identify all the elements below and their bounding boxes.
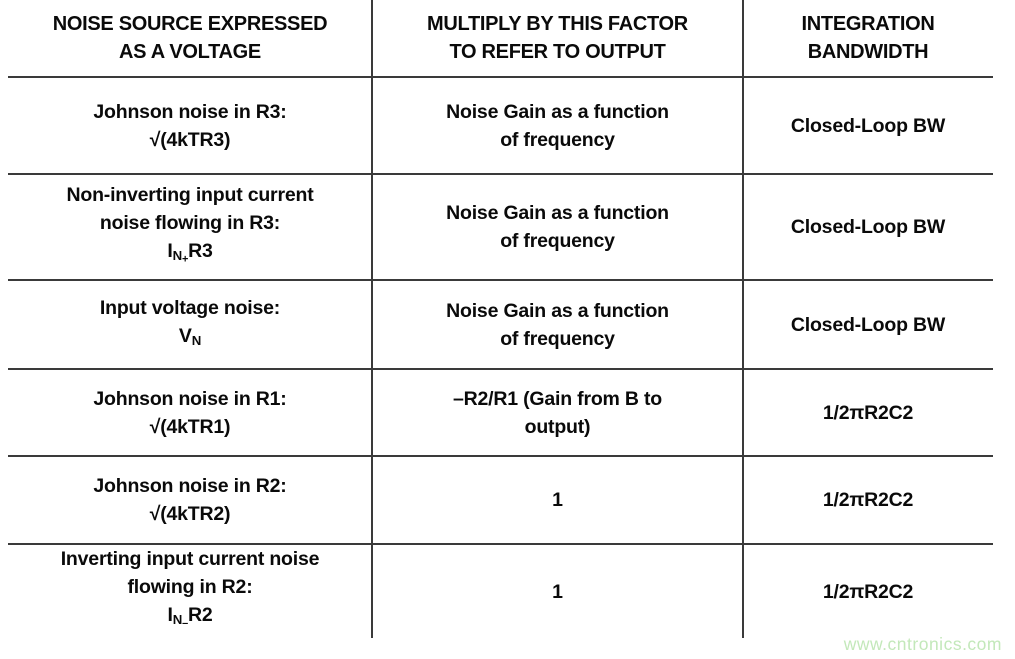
cell-line: √(4kTR3)	[149, 128, 231, 151]
table-body: Johnson noise in R3: √(4kTR3) Noise Gain a…	[0, 78, 1015, 638]
cell-multiply-factor: 1	[372, 545, 743, 638]
cell-line: 1/2πR2C2	[822, 489, 914, 511]
watermark-text: www.cntronics.com	[843, 634, 1002, 654]
cell-line: Inverting input current noise	[60, 548, 320, 571]
cell-line: Noise Gain as a function	[446, 299, 669, 322]
cell-line: Non-inverting input current	[66, 183, 314, 206]
cell-line: Input voltage noise:	[99, 297, 281, 320]
cell-multiply-factor: Noise Gain as a function of frequency	[372, 78, 743, 173]
cell-noise-source: Inverting input current noise flowing in …	[8, 545, 372, 638]
table-header-row: NOISE SOURCE EXPRESSED AS A VOLTAGE MULTIP…	[8, 0, 993, 78]
cell-integration-bandwidth: 1/2πR2C2	[743, 545, 993, 638]
cell-line: Noise Gain as a function	[446, 202, 669, 224]
cell-line: TO REFER TO OUTPUT	[449, 41, 666, 63]
cell-line: √(4kTR1)	[149, 415, 231, 438]
cell-line: output)	[524, 415, 591, 438]
cell-noise-source: Input voltage noise: VN	[8, 281, 372, 368]
cell-multiply-factor: Noise Gain as a function of frequency	[372, 175, 743, 279]
cell-line: MULTIPLY BY THIS FACTOR	[427, 13, 688, 35]
cell-line: 1/2πR2C2	[822, 580, 914, 603]
cell-line: Closed-Loop BW	[790, 313, 946, 336]
cell-multiply-factor: –R2/R1 (Gain from B to output)	[372, 370, 743, 455]
column-divider-1	[371, 0, 373, 638]
cell-line: Noise Gain as a function	[446, 100, 669, 123]
cell-line: 1/2πR2C2	[822, 401, 914, 424]
cell-multiply-factor: Noise Gain as a function of frequency	[372, 281, 743, 368]
column-divider-2	[742, 0, 744, 638]
table-row: Johnson noise in R2: √(4kTR2) 1 1/2πR2C2	[8, 457, 993, 545]
cell-line: IN–R2	[167, 604, 213, 630]
cell-line: of frequency	[500, 230, 615, 252]
cell-integration-bandwidth: 1/2πR2C2	[743, 457, 993, 543]
cell-line: Closed-Loop BW	[790, 216, 946, 238]
cell-line: noise flowing in R3:	[99, 211, 281, 234]
table-row: Non-inverting input current noise flowing…	[8, 175, 993, 281]
cell-line: flowing in R2:	[127, 576, 253, 599]
cell-noise-source: Johnson noise in R1: √(4kTR1)	[8, 370, 372, 455]
cell-integration-bandwidth: Closed-Loop BW	[743, 78, 993, 173]
header-cell-multiply-factor: MULTIPLY BY THIS FACTOR TO REFER TO OUTPU…	[372, 0, 743, 76]
cell-noise-source: Johnson noise in R2: √(4kTR2)	[8, 457, 372, 543]
cell-line: √(4kTR2)	[149, 503, 231, 525]
cell-line: AS A VOLTAGE	[119, 41, 261, 63]
cell-integration-bandwidth: Closed-Loop BW	[743, 175, 993, 279]
cell-line: Johnson noise in R1:	[93, 387, 287, 410]
cell-line: 1	[552, 489, 563, 511]
cell-line: Closed-Loop BW	[790, 114, 946, 137]
cell-integration-bandwidth: Closed-Loop BW	[743, 281, 993, 368]
cell-line: 1	[552, 580, 563, 603]
cell-line: of frequency	[500, 128, 615, 151]
cell-line: IN+R3	[167, 239, 213, 266]
header-cell-integration-bandwidth: INTEGRATION BANDWIDTH	[743, 0, 993, 76]
cell-integration-bandwidth: 1/2πR2C2	[743, 370, 993, 455]
noise-source-table: NOISE SOURCE EXPRESSED AS A VOLTAGE MULTIP…	[0, 0, 1015, 638]
table-row: Input voltage noise: VN Noise Gain as a fu…	[8, 281, 993, 370]
table-row: Johnson noise in R1: √(4kTR1) –R2/R1 (Gain…	[8, 370, 993, 457]
header-cell-noise-source: NOISE SOURCE EXPRESSED AS A VOLTAGE	[8, 0, 372, 76]
cell-line: of frequency	[500, 327, 615, 350]
cell-line: NOISE SOURCE EXPRESSED	[52, 13, 328, 35]
table-row: Inverting input current noise flowing in …	[8, 545, 993, 638]
cell-noise-source: Johnson noise in R3: √(4kTR3)	[8, 78, 372, 173]
cell-line: INTEGRATION	[801, 13, 935, 35]
cell-multiply-factor: 1	[372, 457, 743, 543]
cell-line: Johnson noise in R2:	[93, 475, 287, 497]
cell-line: BANDWIDTH	[807, 41, 929, 63]
cell-line: –R2/R1 (Gain from B to	[452, 387, 663, 410]
cell-line: Johnson noise in R3:	[93, 100, 287, 123]
cell-line: VN	[178, 325, 202, 348]
table-row: Johnson noise in R3: √(4kTR3) Noise Gain a…	[8, 78, 993, 175]
cell-noise-source: Non-inverting input current noise flowing…	[8, 175, 372, 279]
